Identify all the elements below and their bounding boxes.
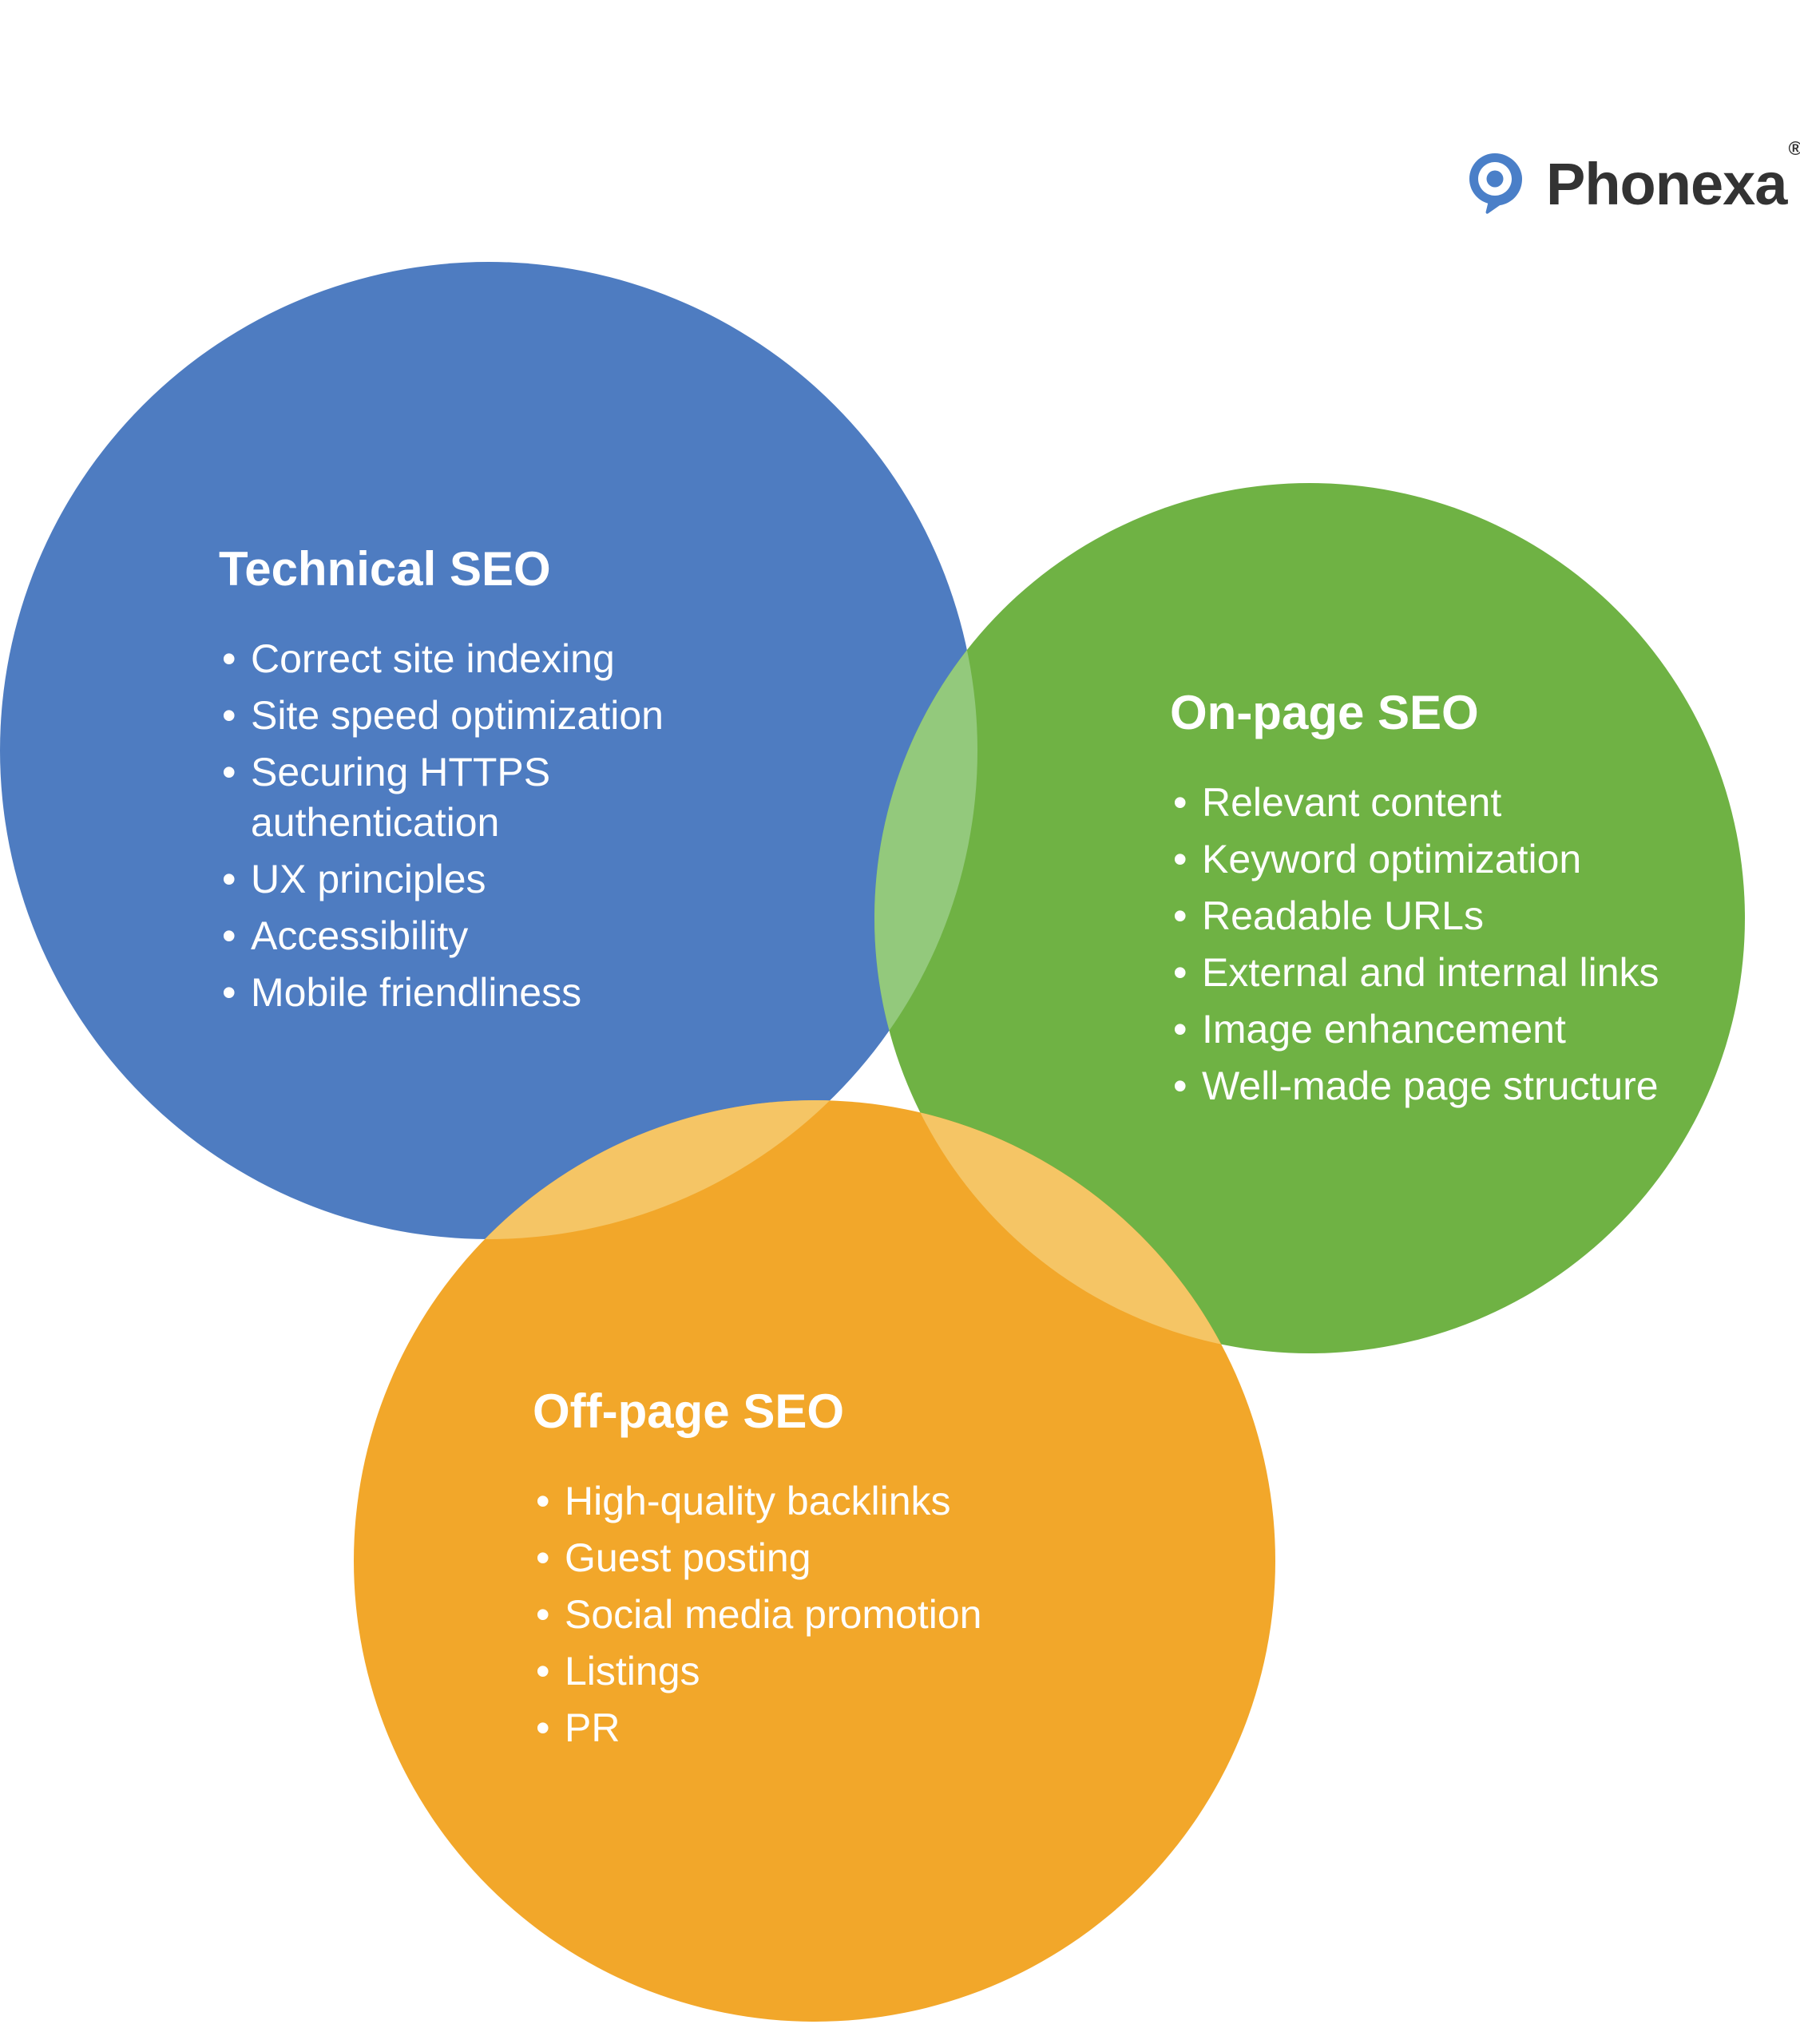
list-item: • High-quality backlinks [531, 1476, 1090, 1527]
list-item: • Well-made page structure [1168, 1061, 1727, 1111]
list-item: • Readable URLs [1168, 891, 1727, 941]
list-item: • Image enhancement [1168, 1004, 1727, 1055]
bullet-icon: • [1173, 1064, 1187, 1108]
list-item: • Site speed optimization [217, 691, 728, 741]
phonexa-pin-icon [1469, 153, 1522, 214]
section-technical-seo: Technical SEO • Correct site indexing • Si… [217, 543, 728, 1024]
bullet-icon: • [222, 693, 236, 738]
list-item-label: High-quality backlinks [565, 1479, 951, 1523]
list-item: • Listings [531, 1646, 1090, 1697]
circle-technical-seo [0, 262, 977, 1239]
list-item: • Mobile friendliness [217, 968, 728, 1018]
list-item-label: Readable URLs [1202, 893, 1484, 938]
on-page-seo-list: •Relevant content •Keyword optimization … [1168, 778, 1727, 1111]
list-item-label: Guest posting [565, 1535, 811, 1580]
circle-off-page-seo [354, 1100, 1275, 2022]
bullet-icon: • [222, 970, 236, 1015]
on-page-seo-title: On-page SEO [1170, 686, 1479, 739]
list-item-label: Listings [565, 1649, 700, 1693]
circle-on-page-seo [874, 483, 1745, 1353]
section-on-page-seo: On-page SEO • Relevant content • Keyword o… [1168, 687, 1727, 1118]
technical-seo-list: • Correct site indexing • Site speed optim… [217, 634, 728, 1018]
list-item-label: Keyword optimization [1202, 837, 1582, 881]
list-item-label: Mobile friendliness [251, 970, 582, 1015]
brand-wordmark: Phonexa® [1546, 140, 1800, 214]
list-item-label: Well-made page structure [1202, 1064, 1659, 1108]
brand-name: Phonexa [1546, 151, 1787, 217]
list-item-label: Relevant content [1202, 780, 1502, 825]
list-item-label: Social media promotion [565, 1592, 982, 1637]
list-item: • UX principles [217, 854, 728, 905]
list-item-label: Site speed optimization [251, 693, 664, 738]
bullet-icon: • [1173, 1007, 1187, 1052]
list-item: • Correct site indexing [217, 634, 728, 684]
bullet-icon: • [222, 750, 236, 794]
bullet-icon: • [536, 1479, 550, 1523]
list-item-label: UX principles [251, 857, 486, 901]
off-page-seo-title: Off-page SEO [533, 1384, 845, 1438]
technical-seo-title: Technical SEO [219, 542, 551, 596]
bullet-icon: • [536, 1592, 550, 1637]
bullet-icon: • [222, 857, 236, 901]
registered-trademark-symbol: ® [1788, 138, 1800, 160]
bullet-icon: • [1173, 950, 1187, 995]
list-item: • Securing HTTPS authentication [217, 747, 728, 848]
list-item: • Accessibility [217, 911, 728, 961]
bullet-icon: • [536, 1649, 550, 1693]
list-item: • Keyword optimization [1168, 834, 1727, 885]
list-item-label: Accessibility [251, 913, 469, 958]
bullet-icon: • [1173, 893, 1187, 938]
list-item-label: Image enhancement [1202, 1007, 1566, 1052]
list-item: • Social media promotion [531, 1590, 1090, 1640]
bullet-icon: • [536, 1535, 550, 1580]
list-item: • Guest posting [531, 1533, 1090, 1583]
section-off-page-seo: Off-page SEO • High-quality backlinks • Gu… [531, 1385, 1090, 1760]
list-item: • PR [531, 1703, 1090, 1753]
bullet-icon: • [222, 913, 236, 958]
bullet-icon: • [1173, 837, 1187, 881]
bullet-icon: • [1173, 780, 1187, 825]
bullet-icon: • [536, 1705, 550, 1750]
list-item-label: Correct site indexing [251, 636, 615, 681]
bullet-icon: • [222, 636, 236, 681]
list-item: • External and internal links [1168, 948, 1727, 998]
list-item: • Relevant content [1168, 778, 1727, 828]
list-item-label: External and internal links [1202, 950, 1659, 995]
list-item-label: PR [565, 1705, 620, 1750]
list-item-label: Securing HTTPS authentication [251, 750, 551, 845]
off-page-seo-list: • High-quality backlinks • Guest posting •… [531, 1476, 1090, 1753]
brand-logo[interactable]: Phonexa® [1466, 140, 1800, 217]
